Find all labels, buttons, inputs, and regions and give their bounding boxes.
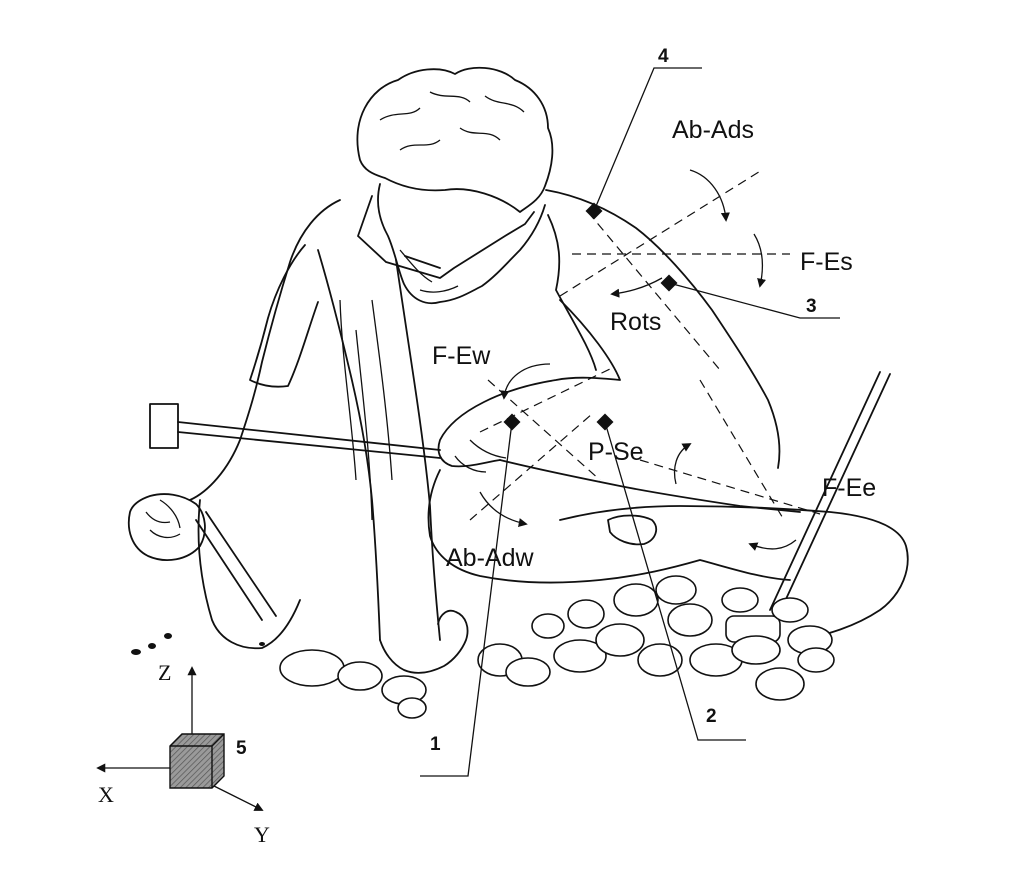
sensor-number-5: 5 <box>236 738 247 759</box>
axis-label-x: X <box>98 782 114 807</box>
face <box>377 183 546 305</box>
glasses <box>357 195 535 279</box>
sensor-marker-icon <box>503 413 521 431</box>
rotation-arrow-icon <box>479 491 528 528</box>
rotation-arrow-icon <box>673 443 692 485</box>
figure-line-art <box>127 66 909 719</box>
sensor-number-1: 1 <box>430 734 441 755</box>
foot <box>607 514 658 546</box>
coordinate-axes-icon: Z X Y 5 <box>96 660 270 847</box>
label-p-se: P-Se <box>588 438 644 466</box>
baton <box>769 371 891 613</box>
label-rots: Rots <box>610 308 661 336</box>
hair <box>356 66 554 213</box>
rotation-arrow-icon <box>610 277 663 298</box>
label-f-ew: F-Ew <box>432 342 491 370</box>
sensor-number-3: 3 <box>806 296 817 317</box>
staff <box>195 511 277 621</box>
label-ab-ads: Ab-Ads <box>672 116 754 144</box>
sensor-number-4: 4 <box>658 46 669 67</box>
hammer-head <box>149 403 179 449</box>
right-arm <box>437 299 621 468</box>
reference-sensor-cube-icon <box>169 733 225 789</box>
flakes <box>131 633 265 655</box>
rock-pile <box>279 575 835 719</box>
legs <box>427 469 909 641</box>
rotation-arrow-icon <box>748 539 797 551</box>
left-arm <box>317 249 441 641</box>
leader-lines <box>420 67 840 777</box>
rotation-arrow-icon <box>500 363 551 400</box>
left-sleeve <box>249 244 319 388</box>
axis-label-z: Z <box>158 660 171 685</box>
sensor-number-2: 2 <box>706 706 717 727</box>
label-f-es: F-Es <box>800 248 853 276</box>
piece-hand <box>127 493 206 561</box>
torso <box>189 189 781 501</box>
hammer-handle <box>177 421 441 459</box>
label-ab-adw: Ab-Adw <box>446 544 534 572</box>
rotation-arrow-icon <box>689 169 730 222</box>
left-hand <box>379 609 469 674</box>
sensor-markers <box>503 202 678 431</box>
forearm <box>499 459 801 513</box>
label-f-ee: F-Ee <box>822 474 876 502</box>
joint-axes <box>469 169 821 521</box>
rotation-arrow-icon <box>753 233 767 288</box>
rotation-arrows <box>479 169 797 551</box>
axis-label-y: Y <box>254 822 270 847</box>
